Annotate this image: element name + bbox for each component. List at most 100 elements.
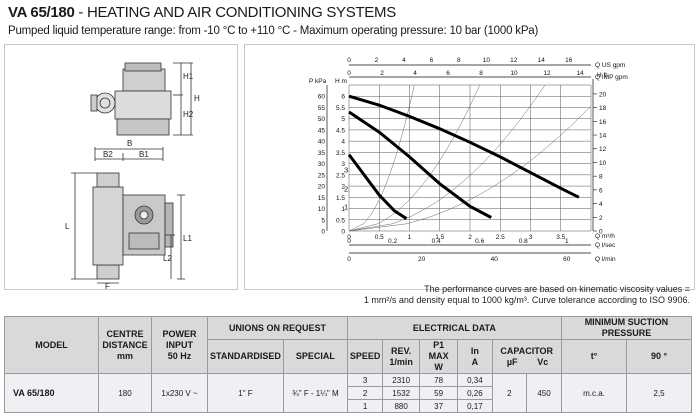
tick-label-m3h: 1	[408, 234, 412, 241]
tick-label-kpa: 15	[318, 195, 326, 202]
subtitle: Pumped liquid temperature range: from -1…	[8, 25, 539, 37]
page-title: VA 65/180 - HEATING AND AIR CONDITIONING…	[8, 4, 396, 21]
system-curve	[348, 84, 546, 232]
cell-rev: 2310	[382, 373, 420, 387]
tick-label-m: 0.5	[336, 217, 345, 224]
tick-label-m3h: 2.5	[496, 234, 505, 241]
dimension-drawing-panel: H1 H2 H B B2 B1 L L1 L2 F	[4, 44, 238, 291]
tick-label-m: 3.5	[336, 150, 345, 157]
tick-label-lmin: 60	[563, 256, 571, 263]
tick-label-kpa: 45	[318, 127, 326, 134]
axis-label-kpa: P kPa	[309, 78, 327, 85]
dim-label-l: L	[65, 222, 70, 231]
th-special: SPECIAL	[282, 339, 348, 374]
tick-label-m3h: 0	[347, 234, 351, 241]
tick-label-m3h: 0.5	[375, 234, 384, 241]
dim-label-h: H	[194, 94, 200, 103]
cell-p1: 37	[418, 399, 459, 413]
tick-label-kpa: 0	[321, 229, 325, 236]
tick-label-impgpm: 10	[510, 70, 518, 77]
th-rev: REV.1/min	[382, 339, 420, 374]
tick-label-m: 5	[341, 116, 345, 123]
dim-label-b: B	[127, 139, 132, 148]
tick-label-m: 3	[341, 161, 345, 168]
dim-label-l1: L1	[183, 234, 192, 243]
dim-label-f: F	[105, 282, 110, 289]
tick-label-ft: 0	[599, 229, 603, 236]
tick-label-m: 2	[341, 184, 345, 191]
th-model: MODEL	[3, 316, 100, 374]
cell-speed: 1	[346, 399, 384, 413]
axis-label-ft: H ft	[597, 72, 607, 79]
th-suction: MINIMUM SUCTION PRESSURE	[560, 316, 693, 340]
tick-label-usgpm: 12	[510, 57, 518, 64]
dim-label-l2: L2	[163, 254, 172, 263]
tick-label-kpa: 35	[318, 150, 326, 157]
dim-label-h2: H2	[183, 110, 194, 119]
tick-label-kpa: 20	[318, 184, 326, 191]
cell-vc: 450	[526, 373, 562, 413]
tick-label-kpa: 60	[318, 94, 326, 101]
axis-label-lmin: Q l/min	[595, 256, 616, 263]
system-curve	[348, 106, 591, 232]
tick-label-m: 1.5	[336, 195, 345, 202]
axis-label-m3h: Q m³/h	[595, 233, 615, 240]
cell-model: VA 65/180	[3, 373, 100, 413]
dim-label-b2: B2	[103, 150, 113, 159]
tick-label-impgpm: 6	[446, 70, 450, 77]
cell-in: 0,17	[457, 399, 493, 413]
cell-in: 0,26	[457, 386, 493, 400]
cell-rev: 880	[382, 399, 420, 413]
th-standardised: STANDARDISED	[207, 339, 284, 374]
tick-label-usgpm: 16	[565, 57, 573, 64]
tick-label-usgpm: 10	[483, 57, 491, 64]
tick-label-ft: 12	[599, 146, 607, 153]
cell-t: m.c.a.	[560, 373, 628, 413]
series-label-2: 2	[344, 185, 348, 194]
note-line-2: 1 mm²/s and density equal to 1000 kg/m³.…	[363, 295, 690, 305]
axis-label-ls: Q l/sec	[595, 242, 616, 249]
tick-label-ls: 0.6	[475, 238, 484, 245]
tick-label-m: 0	[341, 229, 345, 236]
dim-label-h1: H1	[183, 72, 194, 81]
th-t90: 90 °	[626, 339, 692, 374]
tick-label-m3h: 2	[468, 234, 472, 241]
th-unions: UNIONS ON REQUEST	[207, 316, 348, 340]
tick-label-usgpm: 0	[347, 57, 351, 64]
tick-label-m3h: 1.5	[435, 234, 444, 241]
tick-label-m: 2.5	[336, 172, 345, 179]
cell-uf: 2	[491, 373, 528, 413]
tick-label-ft: 2	[599, 215, 603, 222]
tick-label-usgpm: 8	[457, 57, 461, 64]
system-curve	[348, 84, 415, 232]
axis-label-usgpm: Q US gpm	[595, 62, 625, 69]
tick-label-m: 6	[341, 94, 345, 101]
th-electrical: ELECTRICAL DATA	[346, 316, 562, 340]
curve-speed-2	[348, 110, 492, 219]
tick-label-usgpm: 2	[375, 57, 379, 64]
tick-label-ls: 0.2	[388, 238, 397, 245]
tick-label-impgpm: 8	[479, 70, 483, 77]
cell-centre: 180	[98, 373, 152, 413]
tick-label-m3h: 3.5	[556, 234, 565, 241]
tick-label-ls: 0	[347, 238, 351, 245]
tick-label-m: 4	[341, 139, 345, 146]
cell-speed: 3	[346, 373, 384, 387]
cell-p1: 59	[418, 386, 459, 400]
tick-label-kpa: 50	[318, 116, 326, 123]
tick-label-m3h: 3	[529, 234, 533, 241]
tick-label-kpa: 25	[318, 172, 326, 179]
axis-label-impgpm: Q IMP gpm	[595, 74, 628, 81]
th-speed: SPEED	[346, 339, 384, 374]
tick-label-ls: 1	[565, 238, 569, 245]
system-curve	[348, 84, 480, 232]
tick-label-ft: 14	[599, 133, 607, 140]
tick-label-ft: 8	[599, 174, 603, 181]
pump-dimension-drawing: H1 H2 H B B2 B1 L L1 L2 F	[65, 62, 200, 291]
